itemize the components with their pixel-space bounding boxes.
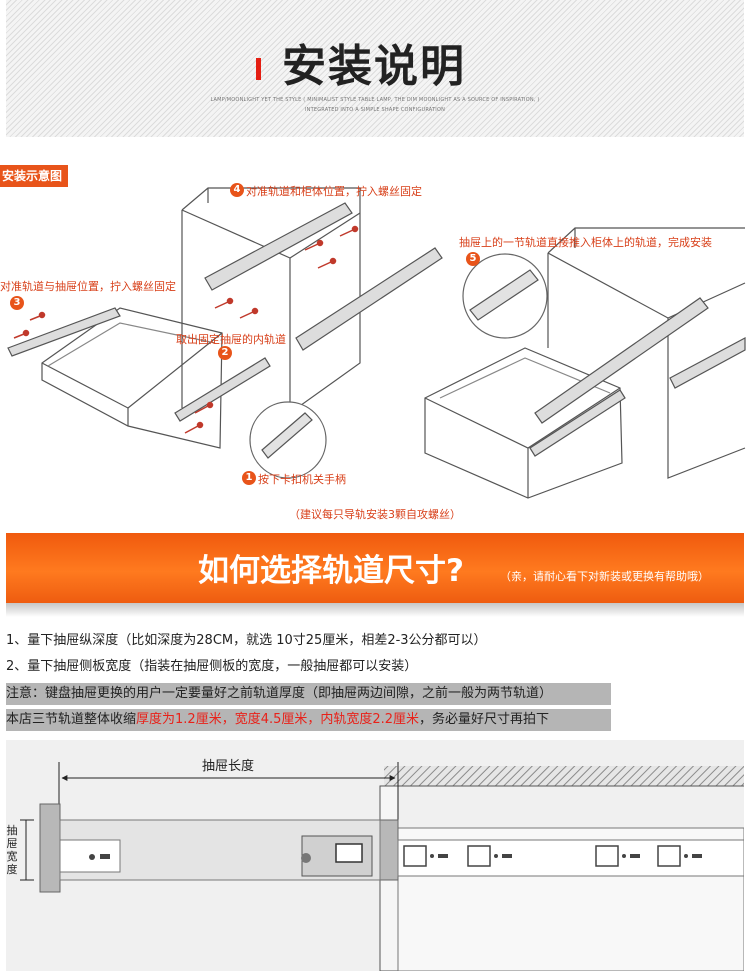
cabinet-rail-upper: [204, 202, 353, 291]
step-1-number: 1: [242, 471, 256, 485]
cabinet-top-wall: [384, 766, 744, 786]
step-4-number: 4: [230, 183, 244, 197]
drawer-front-right: [379, 819, 399, 881]
banner-shadow: [6, 603, 744, 617]
rule-width: 2、量下抽屉侧板宽度（指装在抽屉侧板的宽度，一般抽屉都可以安装）: [6, 659, 418, 674]
header-banner: [6, 0, 744, 137]
drawer-length-label: 抽屉长度: [202, 759, 255, 774]
header-subtitle-line1: LAMP/MOONLIGHT YET THE STYLE ( MINIMALIS…: [210, 97, 540, 103]
drawer-width-char-3: 宽: [6, 850, 18, 863]
header-subtitle-line2: INTEGRATED INTO A SIMPLE SHAPE CONFIGURA…: [304, 107, 446, 113]
rule-keyboard-note: 注意：键盘抽屉更换的用户一定要量好之前轨道厚度（即抽屉两边间隙，之前一般为两节轨…: [6, 683, 611, 705]
cabinet-rail: [397, 839, 744, 877]
spec-suffix: ，务必量好尺寸再拍下: [419, 712, 550, 727]
right-cabinet-outline: [547, 227, 746, 348]
step-3-text: 对准轨道与抽屉位置，拧入螺丝固定: [0, 280, 176, 293]
header-accent-bar: [256, 58, 261, 80]
step-1-text: 按下卡扣机关手柄: [258, 473, 346, 486]
drawer-front-left: [39, 803, 61, 893]
left-drawer-outline: [41, 307, 223, 449]
drawer-rail-left: [7, 307, 121, 357]
rule-store-spec: 本店三节轨道整体收缩厚度为1.2厘米，宽度4.5厘米，内轨宽度2.2厘米，务必量…: [6, 709, 611, 731]
drawer-width-char-1: 抽: [6, 824, 18, 837]
right-drawer-outline: [424, 347, 623, 499]
dimension-illustration: [20, 762, 744, 971]
step-5-text: 抽屉上的一节轨道直接推入柜体上的轨道，完成安装: [459, 236, 712, 249]
step-2-number: 2: [218, 346, 232, 360]
drawer-width-char-4: 度: [6, 863, 18, 876]
installation-diagram: [0, 158, 750, 528]
drawer-rail-inner: [174, 357, 271, 422]
screw-tip: （建议每只导轨安装3颗自攻螺丝）: [289, 508, 461, 521]
diagram-section-label: 安装示意图: [0, 165, 69, 187]
banner-title: 如何选择轨道尺寸?: [198, 553, 464, 589]
size-guide-banner: [6, 533, 744, 603]
banner-subtitle: （亲，请耐心看下对新装或更换有帮助哦）: [500, 570, 709, 583]
step-5-number: 5: [466, 252, 480, 266]
rule-depth: 1、量下抽屉纵深度（比如深度为28CM，就选 10寸25厘米，相差2-3公分都可…: [6, 633, 487, 648]
right-rail: [534, 297, 709, 424]
drawer-width-char-2: 屉: [6, 837, 18, 850]
page-title: 安装说明: [282, 41, 466, 92]
step-3-number: 3: [10, 296, 24, 310]
spec-prefix: 本店三节轨道整体收缩: [6, 712, 137, 727]
step-4-text: 对准轨道和柜体位置，拧入螺丝固定: [246, 185, 422, 198]
spec-dimensions: 厚度为1.2厘米，宽度4.5厘米，内轨宽度2.2厘米: [136, 712, 420, 727]
step-2-text: 取出固定抽屉的内轨道: [176, 333, 286, 346]
installation-illustration: [7, 187, 746, 499]
cabinet-rail-lower: [295, 247, 443, 351]
